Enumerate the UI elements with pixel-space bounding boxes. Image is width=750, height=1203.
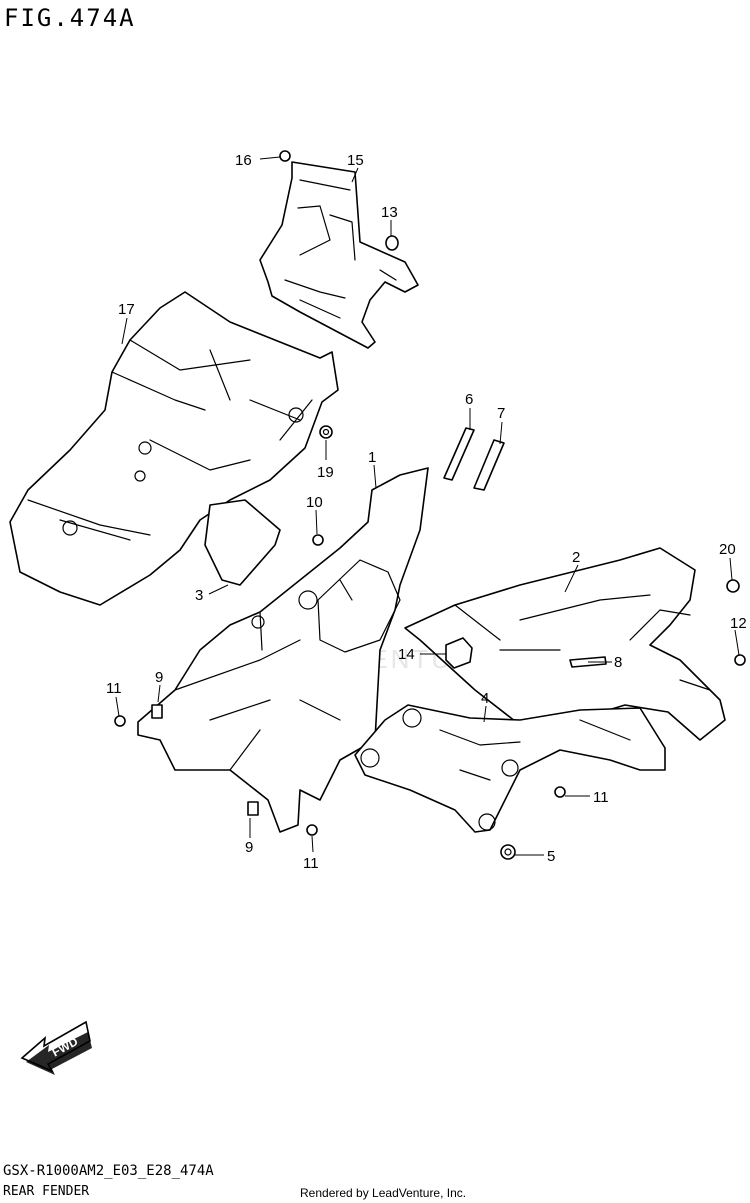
callout-11-lower: 11 xyxy=(303,855,319,872)
callout-7: 7 xyxy=(497,405,505,422)
part-5-nut[interactable] xyxy=(500,844,516,860)
part-1-inner-fender[interactable] xyxy=(137,467,429,833)
part-11-screw-upper[interactable] xyxy=(114,715,126,727)
render-credit: Rendered by LeadVenture, Inc. xyxy=(300,1186,467,1200)
callout-15: 13 xyxy=(381,204,398,221)
part-20-bolt[interactable] xyxy=(726,579,740,593)
part-18-clip[interactable] xyxy=(279,150,291,162)
callout-18: 16 xyxy=(235,152,252,169)
fwd-arrow-icon: FWD xyxy=(20,1020,92,1075)
callout-1: 1 xyxy=(368,449,376,466)
callout-11-upper: 11 xyxy=(106,680,122,697)
callout-19: 19 xyxy=(317,464,334,481)
callout-12: 11 xyxy=(593,789,609,806)
callout-20: 20 xyxy=(719,541,736,558)
callout-4: 4 xyxy=(481,690,489,707)
part-3-flap[interactable] xyxy=(204,499,281,586)
part-4-bracket[interactable] xyxy=(354,704,666,833)
part-17-bracket[interactable] xyxy=(259,161,419,349)
figure-title: FIG.474A xyxy=(4,4,136,32)
callout-16: 17 xyxy=(118,301,135,318)
part-13-nut[interactable] xyxy=(734,654,746,666)
callout-9-upper: 9 xyxy=(155,669,163,686)
callout-9-lower: 9 xyxy=(245,839,253,856)
part-9-clip-lower[interactable] xyxy=(247,801,259,816)
callout-6: 6 xyxy=(465,391,473,408)
callout-10: 10 xyxy=(306,494,323,511)
callout-labels: 17 16 15 13 19 1 10 6 7 2 3 20 12 14 8 4… xyxy=(106,152,747,872)
callout-13: 12 xyxy=(730,615,747,632)
part-12-screw[interactable] xyxy=(554,786,566,798)
callout-3: 3 xyxy=(195,587,203,604)
part-9-clip-upper[interactable] xyxy=(151,704,163,719)
callout-8: 8 xyxy=(614,654,622,671)
part-11-screw-lower[interactable] xyxy=(306,824,318,836)
part-6-seal[interactable] xyxy=(443,427,475,481)
part-19-screw[interactable] xyxy=(319,425,333,439)
callout-5: 5 xyxy=(547,848,555,865)
callout-2: 2 xyxy=(572,549,580,566)
part-2-tail-fender[interactable] xyxy=(404,547,726,741)
part-16-rear-fender[interactable] xyxy=(9,291,339,606)
section-name: REAR FENDER xyxy=(3,1184,90,1199)
part-7-seal[interactable] xyxy=(473,439,505,491)
callout-14: 14 xyxy=(398,646,415,663)
part-15-grommet[interactable] xyxy=(385,235,399,251)
part-10-screw[interactable] xyxy=(312,534,324,546)
callout-17: 15 xyxy=(347,152,364,169)
model-code: GSX-R1000AM2_E03_E28_474A xyxy=(3,1163,214,1179)
part-14-pad[interactable] xyxy=(445,637,473,669)
leader-lines xyxy=(115,156,740,856)
